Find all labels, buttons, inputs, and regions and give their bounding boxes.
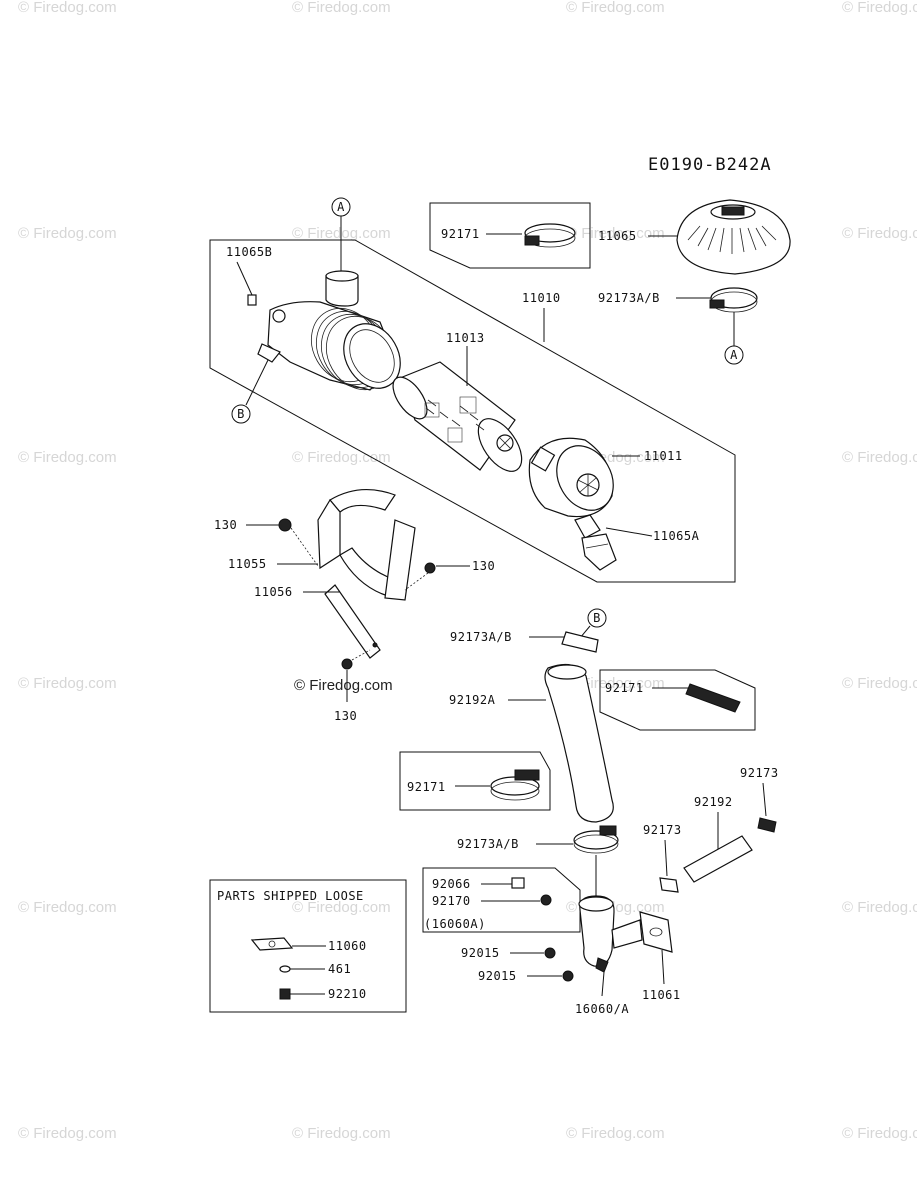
loose-item-11060: 11060 <box>250 937 367 953</box>
part-92173AB-low: 92173A/B <box>457 825 619 854</box>
parts-shipped-loose-box: PARTS SHIPPED LOOSE 11060 461 92210 <box>209 879 407 1013</box>
watermark: © Firedog.com <box>18 449 117 466</box>
loose-item-92210: 92210 <box>279 987 367 1001</box>
part-92173-mid: 92173 <box>643 823 682 893</box>
group-92171-top: 92171 <box>429 202 591 269</box>
callout-b-left: B <box>231 359 269 424</box>
watermark: © Firedog.com <box>842 675 917 692</box>
part-92015-b: 92015 <box>478 969 574 983</box>
part-16060A-label: 16060/A <box>575 971 629 1016</box>
watermark: © Firedog.com <box>18 225 117 242</box>
part-11065B: 11065B <box>226 245 272 306</box>
watermark: © Firedog.com <box>566 675 665 692</box>
callout-label: B <box>237 407 245 421</box>
part-label: (16060A) <box>424 917 486 931</box>
part-label: 92015 <box>461 946 500 960</box>
center-watermark: © Firedog.com <box>294 677 393 694</box>
part-label: 92015 <box>478 969 517 983</box>
part-label: 11056 <box>254 585 293 599</box>
part-11010: 11010 <box>522 291 561 342</box>
part-label: 11065B <box>226 245 272 259</box>
watermark: © Firedog.com <box>292 0 391 16</box>
part-11061-label: 11061 <box>642 949 681 1002</box>
part-label: 92192A <box>449 693 496 707</box>
part-16060A-elbow <box>578 855 673 973</box>
part-92173AB-mid: 92173A/B <box>450 630 599 653</box>
part-11055-label: 11055 <box>228 557 318 571</box>
assembly-outline-11010 <box>209 239 736 583</box>
callout-a-right: A <box>724 345 744 365</box>
watermark: © Firedog.com <box>566 225 665 242</box>
watermark: © Firedog.com <box>18 675 117 692</box>
watermark: © Firedog.com <box>842 1125 917 1142</box>
callout-b-right: B <box>579 608 607 639</box>
part-92015-a: 92015 <box>461 946 556 960</box>
part-label: 461 <box>328 962 351 976</box>
part-label: 92066 <box>432 877 471 891</box>
part-label: 130 <box>214 518 237 532</box>
callout-label: A <box>337 200 345 214</box>
part-label: 92171 <box>605 681 644 695</box>
callout-a-top: A <box>331 197 351 272</box>
part-92192A-hose: 92192A <box>449 663 614 823</box>
watermark: © Firedog.com <box>842 449 917 466</box>
part-11056-label: 11056 <box>254 585 340 599</box>
part-130-right: 130 <box>404 559 495 591</box>
part-label: 92173A/B <box>598 291 660 305</box>
watermark: © Firedog.com <box>18 0 117 16</box>
part-label: 92171 <box>407 780 446 794</box>
watermark: © Firedog.com <box>292 1125 391 1142</box>
part-label: 92173 <box>643 823 682 837</box>
part-label: 11065 <box>598 229 637 243</box>
watermark: © Firedog.com <box>18 899 117 916</box>
watermark: © Firedog.com <box>292 449 391 466</box>
watermark: © Firedog.com <box>292 899 391 916</box>
part-130-left: 130 <box>214 518 319 567</box>
part-label: 11013 <box>446 331 485 345</box>
part-92192-hose: 92192 <box>683 795 753 883</box>
part-label: 92210 <box>328 987 367 1001</box>
part-label: 92171 <box>441 227 480 241</box>
watermark: © Firedog.com <box>18 1125 117 1142</box>
loose-item-461: 461 <box>279 962 351 976</box>
part-label: 92173A/B <box>450 630 512 644</box>
group-92171-mid: 92171 <box>599 669 756 731</box>
group-92171-box3: 92171 <box>399 751 551 811</box>
watermark: © Firedog.com <box>566 1125 665 1142</box>
part-92173AB-top: 92173A/B <box>598 287 758 346</box>
part-label: 16060/A <box>575 1002 629 1016</box>
watermark: © Firedog.com <box>566 0 665 16</box>
part-label: 92192 <box>694 795 733 809</box>
part-11056-bracket <box>324 519 416 659</box>
callout-label: A <box>730 348 738 362</box>
part-label: 11011 <box>644 449 683 463</box>
part-label: 11055 <box>228 557 267 571</box>
part-label: 130 <box>472 559 495 573</box>
callout-label: B <box>593 611 601 625</box>
watermark: © Firedog.com <box>842 0 917 16</box>
watermark: © Firedog.com <box>842 899 917 916</box>
part-11055-band <box>317 488 396 599</box>
part-130-bottom: 130 <box>334 649 371 723</box>
part-label: 11010 <box>522 291 561 305</box>
loose-box-title: PARTS SHIPPED LOOSE <box>217 889 364 903</box>
part-label: 130 <box>334 709 357 723</box>
part-label: 92170 <box>432 894 471 908</box>
part-11011-cap: 11011 <box>528 437 683 539</box>
watermark: © Firedog.com <box>842 225 917 242</box>
part-label: 11061 <box>642 988 681 1002</box>
part-label: 92173 <box>740 766 779 780</box>
watermark-layer: © Firedog.com © Firedog.com © Firedog.co… <box>18 0 917 1142</box>
diagram-code: E0190-B242A <box>648 155 772 175</box>
group-16060A: 92066 92170 (16060A) <box>422 867 581 933</box>
part-11013-filter: 11013 <box>392 331 523 472</box>
part-92173-right: 92173 <box>740 766 779 833</box>
cleaner-housing <box>257 270 401 391</box>
part-label: 11065A <box>653 529 700 543</box>
part-label: 11060 <box>328 939 367 953</box>
part-11065A: 11065A <box>581 527 700 571</box>
part-label: 92173A/B <box>457 837 519 851</box>
part-11065-cap: 11065 <box>598 199 791 275</box>
